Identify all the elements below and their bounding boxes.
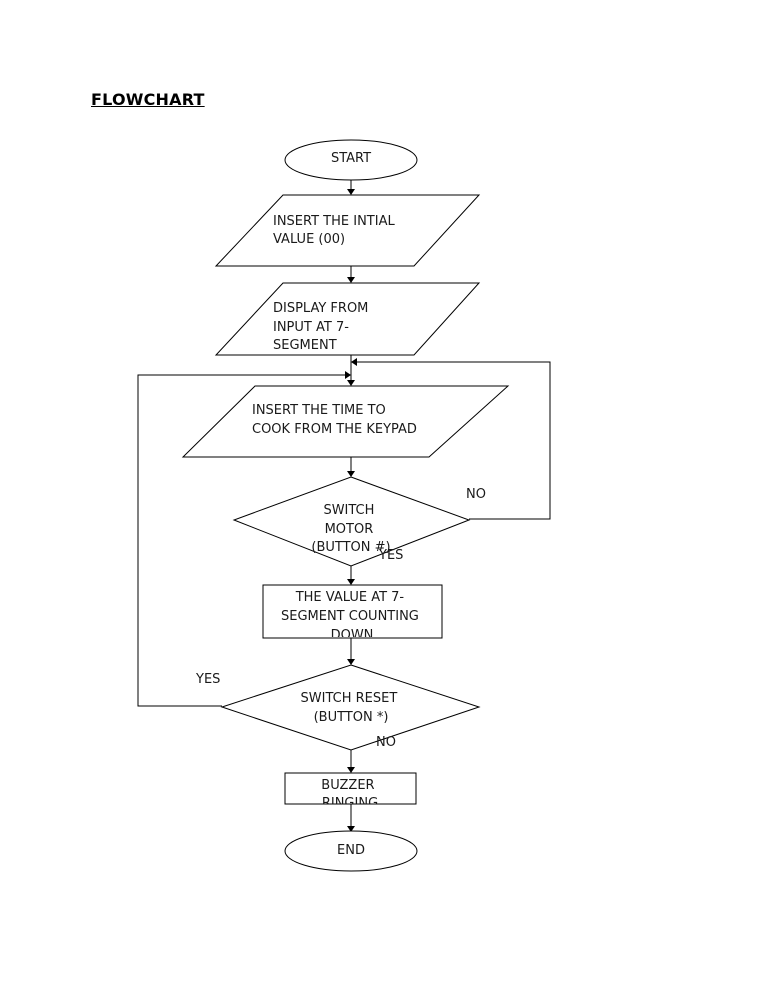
buzzer-process-box [284,772,417,805]
display-input-label: DISPLAY FROM INPUT AT 7- SEGMENT [273,301,373,353]
node-switch-reset: SWITCH RESET (BUTTON *) [220,664,481,751]
arrowhead [347,471,355,477]
edge-label-reset-yes: YES [195,672,220,687]
edge-label-motor-no: NO [466,487,486,502]
arrowhead [347,826,355,832]
switch-reset-label: SWITCH RESET (BUTTON *) [301,691,402,725]
insert-time-label: INSERT THE TIME TO COOK FROM THE KEYPAD [252,403,417,437]
switch-motor-label: SWITCH MOTOR (BUTTON #) [311,503,390,555]
countdown-label: THE VALUE AT 7- SEGMENT COUNTING DOWN [281,590,423,643]
arrowhead [347,277,355,283]
buzzer-label: BUZZER RINGING [321,778,378,811]
countdown-process-box [262,584,443,639]
connector-reset-yes-loop [137,374,346,707]
arrowhead [345,371,351,379]
insert-initial-label: INSERT THE INTIAL VALUE (00) [273,214,399,247]
node-start: START [284,139,418,181]
edge-label-motor-yes: YES [378,548,403,563]
flowchart-heading: FLOWCHART [91,90,205,109]
arrowhead [347,659,355,665]
start-terminal [284,139,418,181]
arrowhead [351,358,357,366]
switch-motor-diamond [232,476,471,567]
display-input-parallelogram [214,282,481,356]
arrowhead [347,579,355,585]
node-insert-time: INSERT THE TIME TO COOK FROM THE KEYPAD [181,385,510,458]
arrowhead [347,767,355,773]
node-countdown: THE VALUE AT 7- SEGMENT COUNTING DOWN [262,584,443,643]
arrowhead [347,380,355,386]
node-insert-initial-value: INSERT THE INTIAL VALUE (00) [214,194,481,267]
node-switch-motor: SWITCH MOTOR (BUTTON #) [232,476,471,567]
insert-time-parallelogram [181,385,510,458]
insert-initial-parallelogram [214,194,481,267]
node-buzzer: BUZZER RINGING [284,772,417,811]
node-end: END [284,830,418,872]
switch-reset-diamond [220,664,481,751]
edge-labels: NO YES YES NO [195,487,486,750]
arrowhead [347,189,355,195]
arrowheads [345,189,357,832]
edge-label-reset-no: NO [376,735,396,750]
end-terminal [284,830,418,872]
connector-motor-no-loop [357,361,551,520]
start-label: START [331,151,371,166]
node-display-input: DISPLAY FROM INPUT AT 7- SEGMENT [214,282,481,356]
connector-lines [137,180,551,826]
end-label: END [337,843,365,858]
